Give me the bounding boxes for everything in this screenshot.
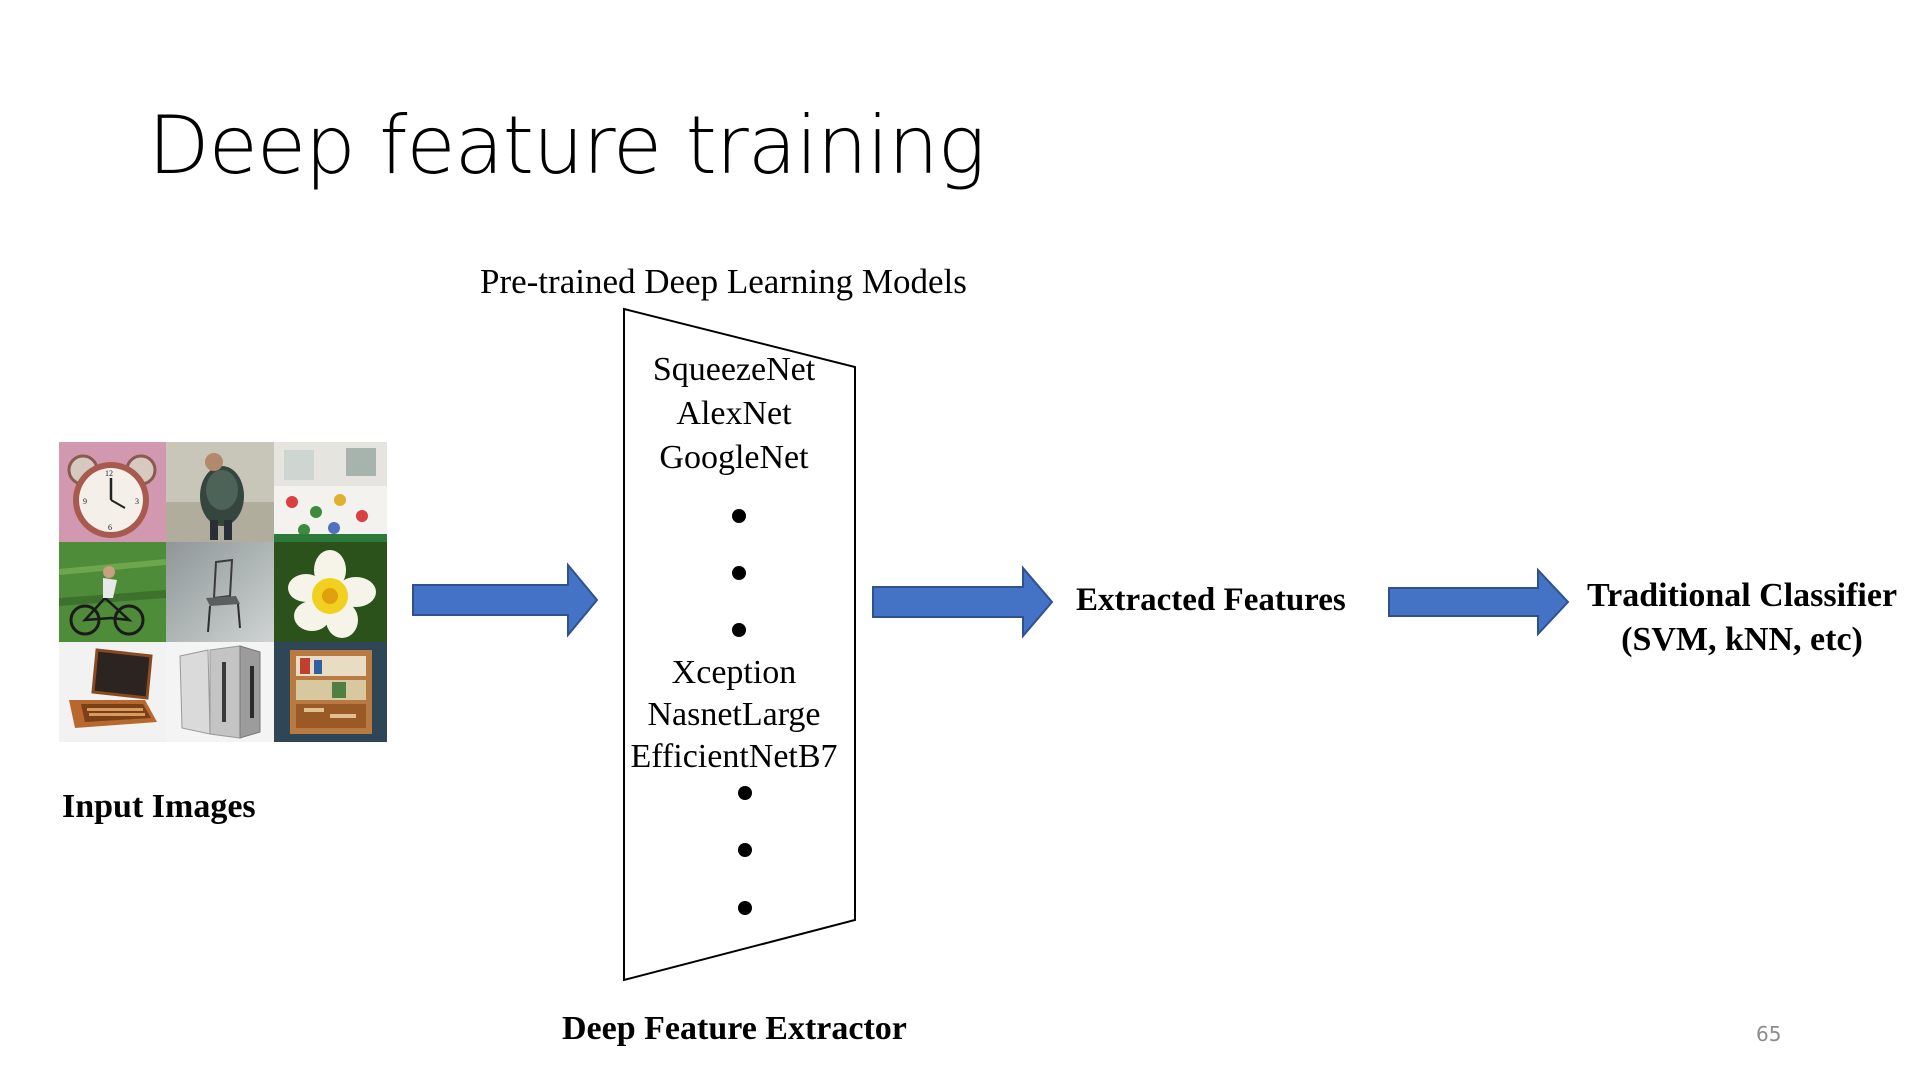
model-name: AlexNet	[676, 395, 792, 432]
model-list-bottom: Xception NasnetLarge EfficientNetB7	[622, 652, 846, 778]
bookshelf-image	[274, 642, 387, 742]
alarm-clock-image: 12 3 9 6	[59, 442, 166, 542]
ellipsis-dot	[738, 901, 752, 915]
svg-text:3: 3	[135, 497, 139, 506]
ellipsis-dot	[732, 509, 746, 523]
model-name: NasnetLarge	[647, 696, 821, 733]
model-name: SqueezeNet	[652, 351, 816, 388]
cyclist-image	[59, 542, 166, 642]
flower-image	[274, 542, 387, 642]
backpacker-image	[166, 442, 274, 542]
arrow-input-to-extractor	[412, 562, 599, 638]
models-heading: Pre-trained Deep Learning Models	[480, 262, 967, 301]
model-name: GoogleNet	[659, 439, 809, 476]
extracted-features-label: Extracted Features	[1076, 582, 1346, 618]
ellipsis-dot	[738, 786, 752, 800]
svg-text:12: 12	[105, 469, 113, 478]
locker-image	[166, 642, 274, 742]
model-name: EfficientNetB7	[630, 738, 838, 775]
svg-text:9: 9	[83, 497, 87, 506]
model-list-top: SqueezeNet AlexNet GoogleNet	[622, 348, 846, 480]
input-images-label: Input Images	[62, 788, 256, 825]
slide-title: Deep feature training	[148, 99, 986, 192]
chair-image	[166, 542, 274, 642]
deep-feature-extractor-label: Deep Feature Extractor	[562, 1010, 907, 1047]
model-name: Xception	[671, 654, 797, 691]
classifier-label-line1: Traditional Classifier	[1586, 577, 1898, 614]
ellipsis-dot	[732, 623, 746, 637]
arrow-extractor-to-features	[872, 565, 1054, 639]
laptop-image	[59, 642, 166, 742]
arrow-features-to-classifier	[1388, 567, 1570, 637]
input-images-grid: 12 3 9 6	[59, 442, 387, 742]
traditional-classifier-label: Traditional Classifier (SVM, kNN, etc)	[1572, 574, 1912, 662]
svg-text:6: 6	[108, 523, 112, 532]
ellipsis-dot	[732, 566, 746, 580]
classifier-label-line2: (SVM, kNN, etc)	[1621, 621, 1863, 658]
ellipsis-dot	[738, 843, 752, 857]
bed-image	[274, 442, 387, 542]
page-number: 65	[1756, 1022, 1782, 1046]
